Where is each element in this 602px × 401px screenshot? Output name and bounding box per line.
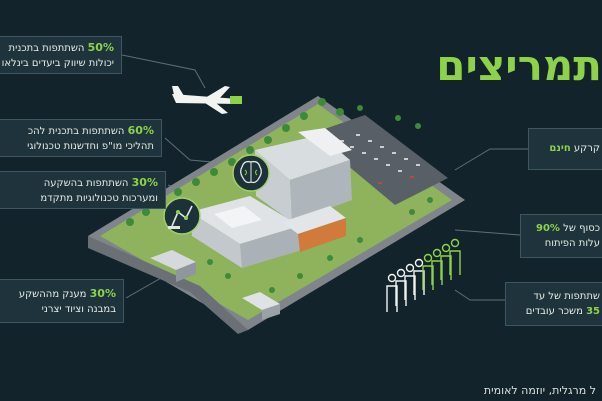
- people-icon: [386, 238, 461, 312]
- incentive-text: השתתפות בהשקעה: [43, 178, 129, 189]
- incentive-box-salaries: שתתפות של עד 35 משכר עובדים: [505, 282, 602, 326]
- incentive-text: ומערכות טכנולוגיות מתקדמ: [40, 193, 158, 204]
- incentive-text: קרקע: [573, 143, 600, 154]
- incentive-text: שתתפות של עד: [533, 291, 600, 302]
- footer-text: ל מרגלית, יוזמה לאומית: [483, 384, 596, 397]
- incentive-text: מענק מההשקע: [18, 289, 87, 300]
- incentive-box-rnd: 60% השתתפות בתכנית להכ תהליכי מו"פ וחדשנ…: [0, 119, 162, 157]
- incentive-text: יכולות שיווק ביעדים בינלאו: [1, 58, 114, 69]
- incentive-box-grant: 30% מענק מההשקע במבנה וציוד יצרני: [0, 279, 124, 323]
- robot-arm-icon: [163, 197, 201, 235]
- incentive-text: במבנה וציוד יצרני: [41, 304, 116, 315]
- incentive-box-technology: 30% השתתפות בהשקעה ומערכות טכנולוגיות מת…: [0, 171, 166, 209]
- incentive-pct: 30%: [89, 287, 116, 300]
- incentive-text: תהליכי מו"פ וחדשנות טכנולוגי: [27, 141, 154, 152]
- incentive-pct: 30%: [131, 176, 158, 189]
- incentive-pct: 60%: [127, 124, 154, 137]
- page-title: תמריצים: [436, 41, 602, 90]
- incentive-text: השתתפות בתכנית להכ: [27, 126, 125, 137]
- incentive-box-marketing: 50% השתתפות בתכנית יכולות שיווק ביעדים ב…: [0, 36, 122, 74]
- incentive-highlight: 35: [586, 306, 600, 317]
- incentive-highlight: 90%: [536, 223, 560, 234]
- incentive-text: משכר עובדים: [525, 306, 583, 317]
- incentive-text: השתתפות בתכנית: [8, 43, 85, 54]
- airplane-icon: [172, 86, 242, 114]
- incentive-text: כסוף של: [563, 223, 600, 234]
- incentive-pct: 50%: [87, 41, 114, 54]
- incentive-box-development: כסוף של 90% עלות הפיתוח: [520, 214, 602, 258]
- incentive-highlight: חינם: [549, 143, 571, 154]
- brain-icon: [232, 154, 270, 192]
- incentive-box-land: קרקע חינם: [528, 128, 602, 170]
- incentive-text: עלות הפיתוח: [544, 238, 600, 249]
